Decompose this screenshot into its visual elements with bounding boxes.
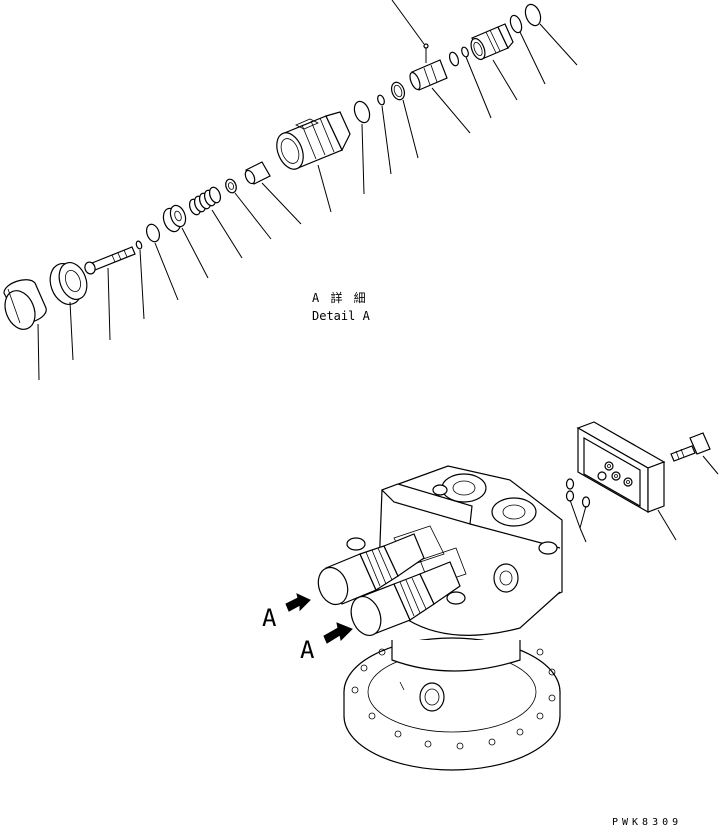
motor-housing [343, 637, 561, 771]
part-backup-ring [509, 14, 546, 85]
part-piston [244, 161, 302, 225]
detail-a-exploded-view [3, 0, 578, 381]
arrow-a-lower: A [300, 622, 353, 664]
detail-caption: A 詳 細 Detail A [312, 290, 371, 323]
part-o-ring-c [377, 94, 392, 175]
detail-title-japanese: A 詳 細 [312, 290, 368, 305]
part-ring-coil [390, 81, 419, 159]
part-adjust-screw [84, 246, 136, 341]
part-spring-seat [162, 204, 209, 279]
part-o-ring-e [145, 223, 179, 301]
part-o-ring-large [524, 3, 578, 66]
arrow-a-lower-label: A [300, 636, 315, 664]
relief-valve-lower [350, 561, 461, 636]
drawing-code: PWK8309 [612, 817, 682, 828]
arrow-a-upper: A [262, 593, 311, 632]
part-bolt [670, 432, 719, 475]
part-o-ring-f [135, 240, 145, 320]
part-spring [188, 186, 243, 259]
swing-motor-assembly [317, 421, 719, 771]
view-arrows: A A [262, 593, 353, 664]
part-o-ring-small-a [461, 46, 492, 119]
part-valve-housing [276, 111, 351, 213]
part-lock-nut [49, 262, 88, 361]
part-cap-nut [3, 279, 47, 381]
relief-valve-upper [317, 533, 425, 606]
part-sleeve-plug [470, 23, 518, 101]
part-o-rings-pair [565, 478, 591, 543]
part-cover-plate [576, 421, 677, 541]
part-washer [225, 178, 272, 240]
part-o-ring-d [353, 100, 371, 195]
detail-title-english: Detail A [312, 309, 371, 323]
arrow-a-upper-label: A [262, 604, 277, 632]
part-check-valve [391, 0, 471, 134]
part-o-ring-small-b [448, 51, 460, 67]
